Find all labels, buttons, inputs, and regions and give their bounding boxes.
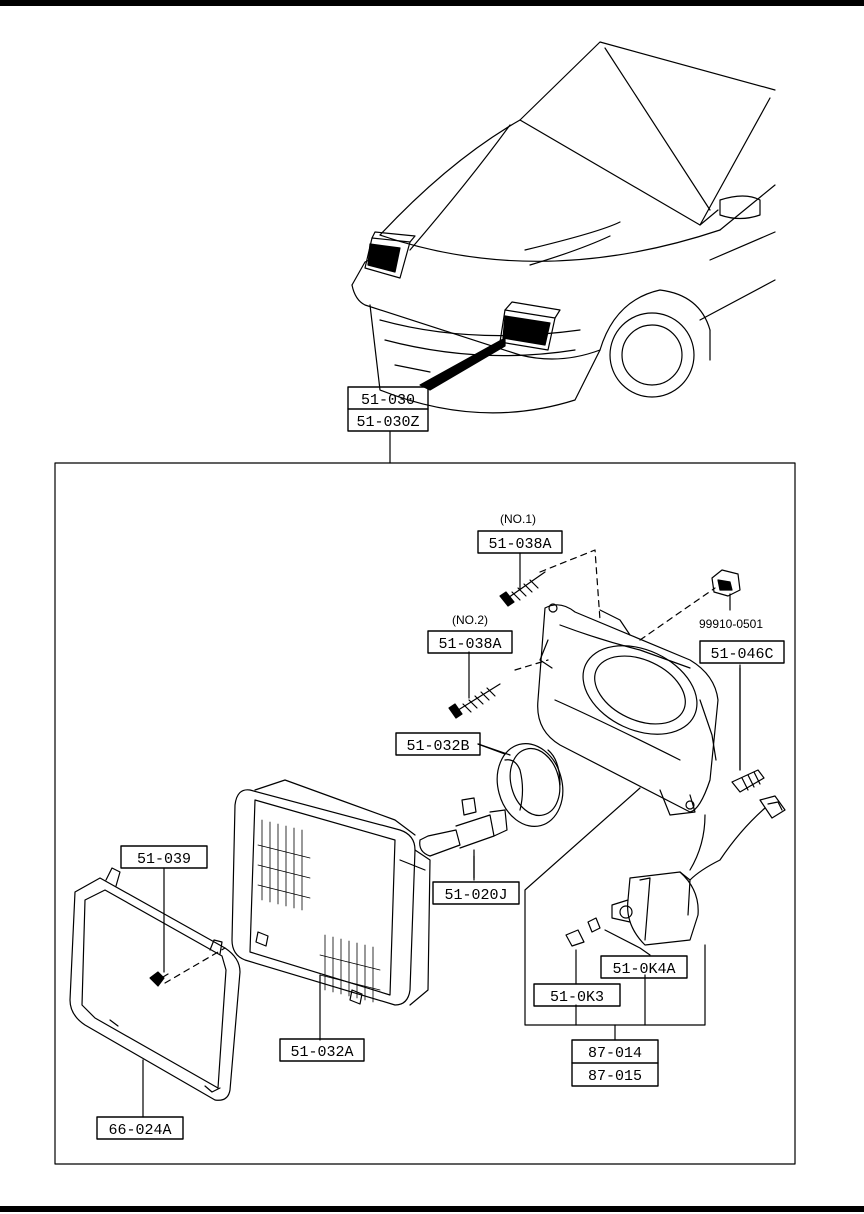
bezel-screw	[149, 867, 169, 987]
side-bulb-label: 51-046C	[710, 646, 773, 663]
motor-label-b: 87-015	[588, 1068, 642, 1085]
screw-no1	[499, 571, 546, 607]
housing-bracket	[537, 603, 719, 816]
bottom-border	[0, 1206, 864, 1212]
retaining-ring	[477, 742, 564, 828]
car-illustration	[351, 41, 776, 414]
screw-no2-label-box	[427, 630, 513, 654]
screw-no2	[448, 683, 501, 719]
leader-lines	[142, 552, 741, 1118]
bulb-socket	[711, 569, 741, 597]
bulb-socket-label: 99910-0501	[699, 617, 763, 631]
screw-no2-label: 51-038A	[438, 636, 501, 653]
sealed-beam-unit	[231, 779, 431, 1006]
motor-cap-label: 51-0K4A	[612, 961, 675, 978]
motor-cap-label-box	[600, 955, 688, 979]
side-bulb-label-box	[699, 640, 785, 664]
screw-no1-label-box	[477, 530, 563, 554]
assembly-label-a: 51-030	[361, 392, 415, 409]
bezel-screw-label-box	[120, 845, 208, 869]
bezel-label-box	[96, 1116, 184, 1140]
motor-label-a: 87-014	[588, 1045, 642, 1062]
top-border	[0, 0, 864, 6]
popup-lamp-left	[364, 231, 416, 279]
no1-label: (NO.1)	[500, 512, 536, 526]
bezel-frame	[69, 867, 241, 1101]
label-boxes	[96, 386, 785, 1140]
sealed-beam-label: 51-032A	[290, 1044, 353, 1061]
sealed-beam-label-box	[279, 1038, 365, 1062]
headlamp-bulb	[419, 797, 508, 879]
bulb-label: 51-020J	[444, 887, 507, 904]
side-bulb	[731, 667, 765, 793]
wiring-harness	[689, 795, 786, 881]
popup-lamp-right	[499, 301, 561, 351]
motor-assembly	[565, 871, 699, 947]
bulb-label-box	[432, 881, 520, 905]
ring-label: 51-032B	[406, 738, 469, 755]
assembly-label-b: 51-030Z	[356, 414, 419, 431]
bezel-label: 66-024A	[108, 1122, 171, 1139]
no2-label: (NO.2)	[452, 613, 488, 627]
label-texts: 51-030 51-030Z (NO.1) 51-038A (NO.2) 51-…	[108, 392, 773, 1139]
motor-nut-label: 51-0K3	[550, 989, 604, 1006]
ring-label-box	[395, 732, 481, 756]
motor-nut-label-box	[533, 983, 621, 1007]
screw-no1-label: 51-038A	[488, 536, 551, 553]
bezel-screw-label: 51-039	[137, 851, 191, 868]
install-lines	[164, 549, 716, 984]
assembly-frame	[54, 431, 796, 1165]
